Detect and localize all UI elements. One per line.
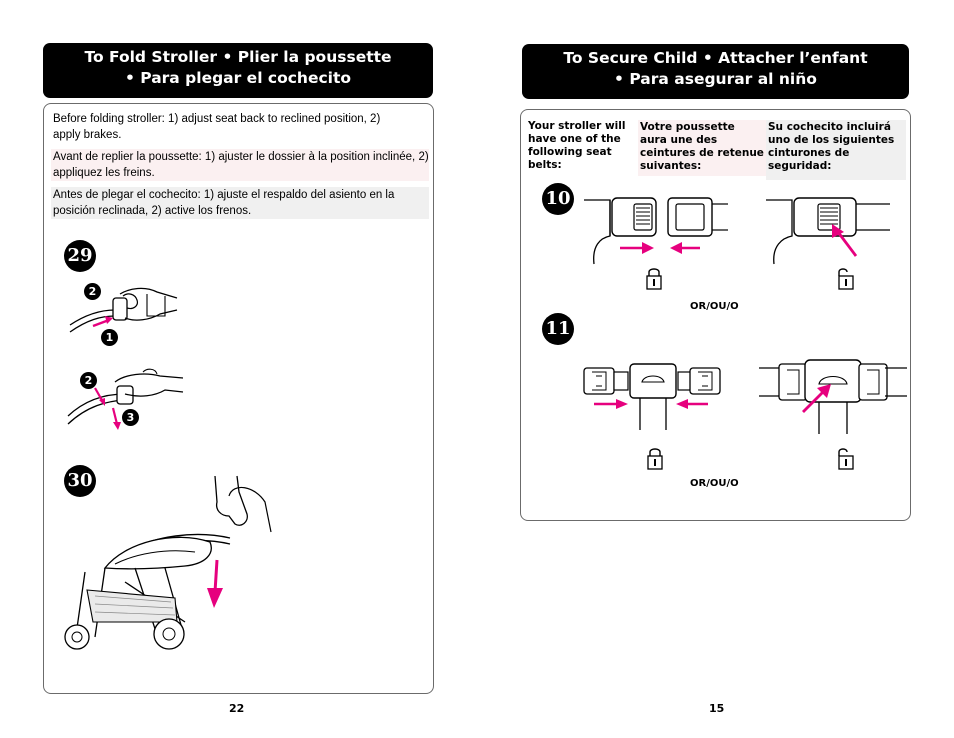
- para-english: Before folding stroller: 1) adjust seat …: [53, 113, 381, 141]
- left-title-banner: To Fold Stroller • Plier la poussette • …: [43, 43, 433, 98]
- left-page-number: 22: [229, 702, 245, 715]
- buckle-center-release-open: [583, 363, 721, 430]
- right-title-banner: To Secure Child • Attacher l’enfant • Pa…: [522, 44, 909, 99]
- buckle-side-release-closed: [766, 197, 890, 265]
- sub-step-3: 3: [122, 409, 139, 426]
- lock-closed-icon: [646, 268, 662, 290]
- or-separator-1: OR/OU/O: [690, 301, 739, 312]
- step-29-badge: 29: [64, 240, 96, 272]
- left-title-line2: • Para plegar el cochecito: [124, 69, 352, 87]
- col-french: Votre poussette aura une des ceintures d…: [638, 120, 766, 176]
- lock-open-icon: [838, 448, 854, 470]
- step-11-badge: 11: [542, 313, 574, 345]
- col-english: Your stroller will have one of the follo…: [528, 120, 626, 171]
- para-french: Avant de replier la poussette: 1) ajuste…: [51, 149, 429, 181]
- lock-open-icon: [838, 268, 854, 290]
- fold-handle-illustration-2: [67, 368, 184, 430]
- col-spanish: Su cochecito incluirá uno de los siguien…: [766, 120, 906, 180]
- right-page-number: 15: [709, 702, 725, 715]
- arrow-icon: [802, 391, 824, 413]
- buckle-side-release-open: [584, 197, 728, 265]
- or-separator-2: OR/OU/O: [690, 478, 739, 489]
- step-10-badge: 10: [542, 183, 574, 215]
- arrow-icon: [836, 231, 858, 257]
- sub-step-2b: 2: [80, 372, 97, 389]
- sub-step-1: 1: [101, 329, 118, 346]
- left-title-line1: To Fold Stroller • Plier la poussette: [84, 48, 392, 66]
- right-title-line2: • Para asegurar al niño: [614, 70, 817, 88]
- arrow-icon: [111, 407, 119, 425]
- folding-stroller-illustration: [64, 475, 272, 650]
- lock-closed-icon: [647, 448, 663, 470]
- fold-handle-illustration-1: [69, 287, 178, 333]
- para-spanish: Antes de plegar el cochecito: 1) ajuste …: [51, 187, 429, 219]
- arrow-icon: [213, 559, 219, 593]
- sub-step-2a: 2: [84, 283, 101, 300]
- step-30-badge: 30: [64, 465, 96, 497]
- right-title-line1: To Secure Child • Attacher l’enfant: [563, 49, 868, 67]
- buckle-center-release-closed: [759, 359, 907, 434]
